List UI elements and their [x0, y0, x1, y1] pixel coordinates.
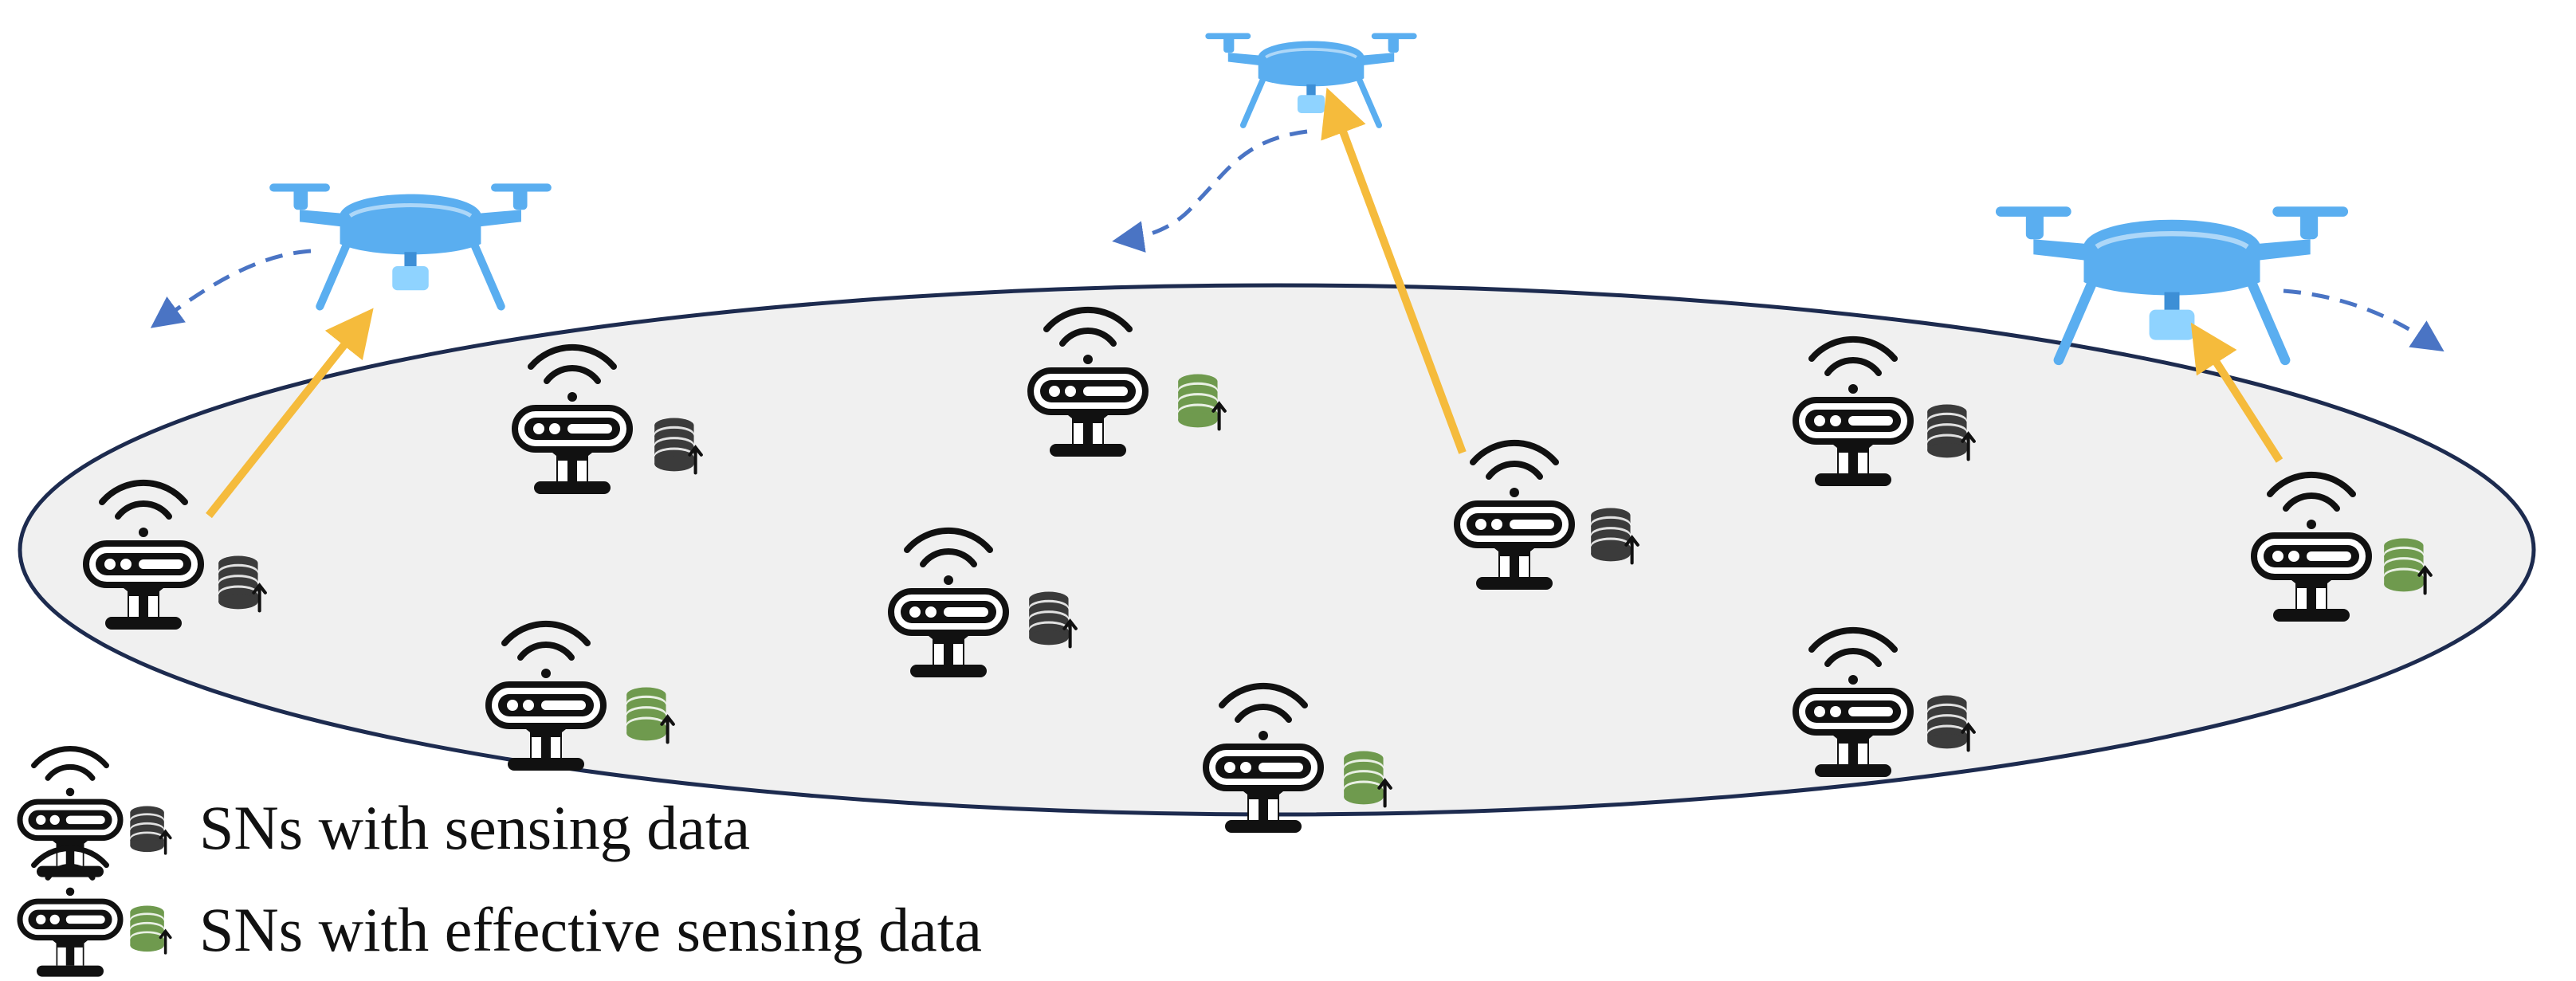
uav-right-icon	[1996, 206, 2348, 360]
legend-label-effective: SNs with effective sensing data	[199, 895, 983, 964]
uav-center-icon	[1205, 33, 1416, 126]
uplink-arrow-right	[2190, 322, 2283, 463]
uav-center	[1205, 33, 1416, 126]
sensor-node-icon	[20, 848, 120, 976]
uav-left	[269, 183, 552, 306]
sensor-node-icon	[20, 748, 120, 877]
database-icon	[128, 804, 172, 855]
coverage-area	[18, 283, 2536, 817]
uav-right	[1996, 206, 2348, 360]
flight-path-right	[2283, 288, 2444, 352]
uav-left-icon	[269, 183, 552, 306]
flight-path-center	[1112, 129, 1308, 253]
flight-path-left	[150, 249, 312, 328]
database-icon	[128, 904, 172, 955]
uplink-arrow-left	[206, 308, 374, 519]
legend-label-sensing: SNs with sensing data	[199, 793, 751, 862]
uplink-arrow-center	[1321, 87, 1467, 454]
